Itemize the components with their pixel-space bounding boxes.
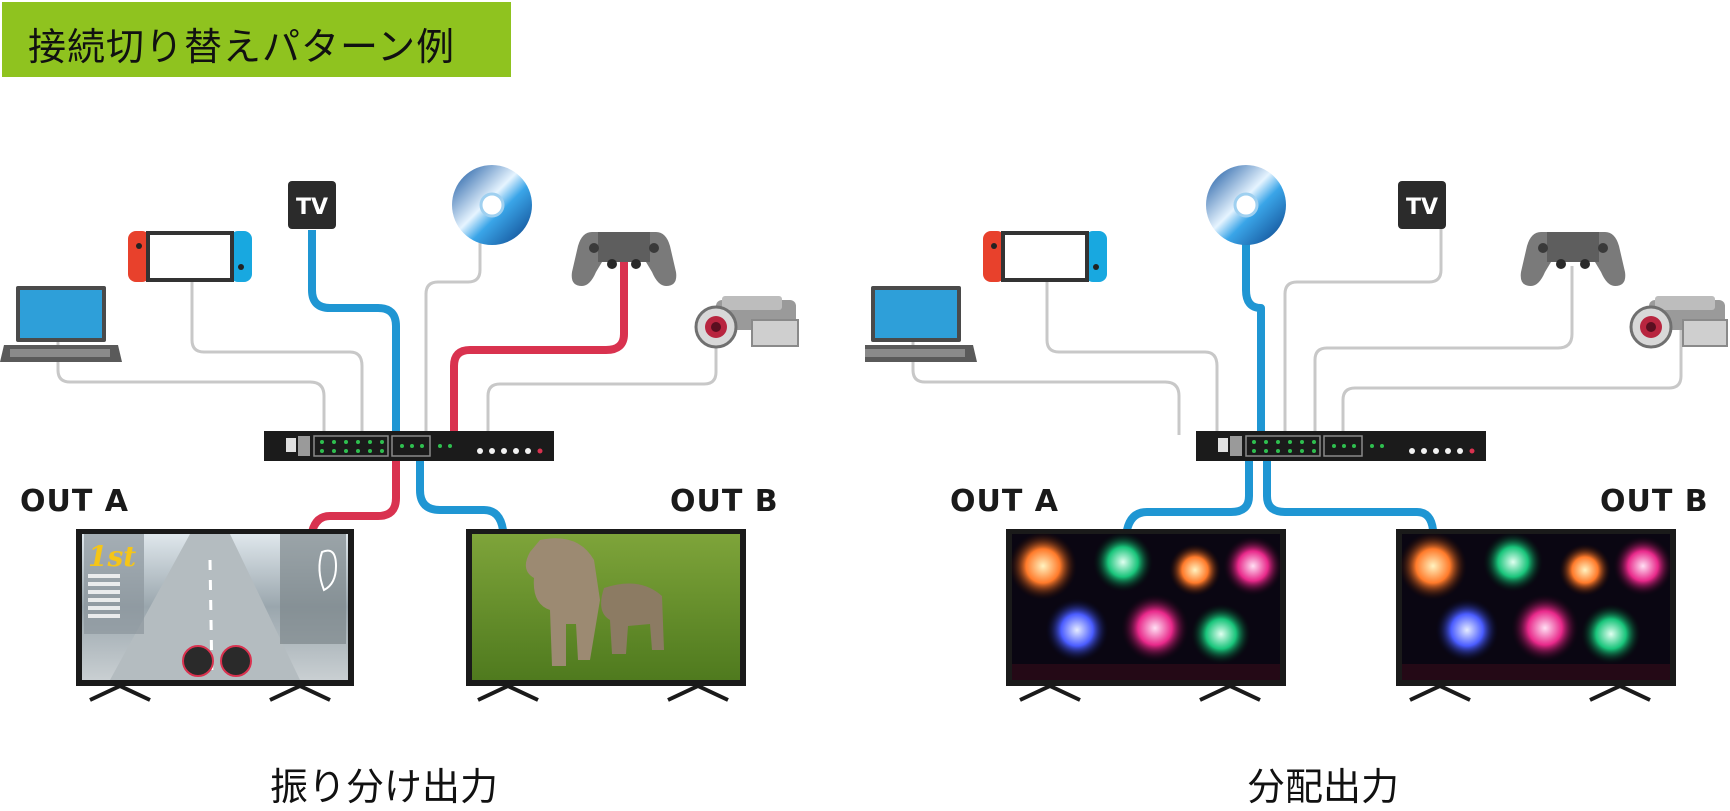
connection-diagram-b: TV <box>865 165 1728 702</box>
svg-text:TV: TV <box>1406 195 1438 220</box>
title-banner: 接続切り替えパターン例 <box>2 2 511 77</box>
hdmi-switcher-icon <box>1196 431 1486 461</box>
svg-text:TV: TV <box>296 195 328 220</box>
blue-cables <box>1123 236 1437 532</box>
gamepad-icon <box>571 232 677 286</box>
panel-distribute-output: TV <box>0 165 799 809</box>
out-b-label: OUT B <box>670 484 779 519</box>
panel-split-output: TV <box>865 0 1730 811</box>
blue-cables <box>308 230 507 531</box>
tv-box-icon: TV <box>288 181 336 229</box>
connection-diagram-a: TV <box>0 165 799 702</box>
video-camera-icon <box>1629 296 1728 349</box>
page-title: 接続切り替えパターン例 <box>28 25 456 69</box>
out-b-label: OUT B <box>1600 484 1709 519</box>
video-camera-icon <box>694 296 799 349</box>
hdmi-switcher-icon <box>264 431 554 461</box>
handheld-console-icon <box>128 231 252 282</box>
out-a-label: OUT A <box>20 484 129 519</box>
gray-cables <box>911 224 1683 435</box>
panel-caption: 振り分け出力 <box>270 765 499 809</box>
svg-text:1st: 1st <box>88 540 136 573</box>
gamepad-icon <box>1520 232 1626 286</box>
out-a-label: OUT A <box>950 484 1059 519</box>
laptop-icon <box>865 286 977 362</box>
disc-icon <box>452 165 532 245</box>
tv-box-icon: TV <box>1398 181 1446 229</box>
laptop-icon <box>0 286 122 362</box>
red-cables <box>308 252 628 534</box>
gray-cables <box>56 213 718 435</box>
television-icon <box>1396 529 1676 702</box>
television-icon <box>466 529 746 702</box>
panel-caption: 分配出力 <box>1247 765 1400 809</box>
disc-icon <box>1206 165 1286 245</box>
handheld-console-icon <box>983 231 1107 282</box>
television-icon <box>1006 529 1286 702</box>
television-icon: 1st <box>76 529 354 702</box>
